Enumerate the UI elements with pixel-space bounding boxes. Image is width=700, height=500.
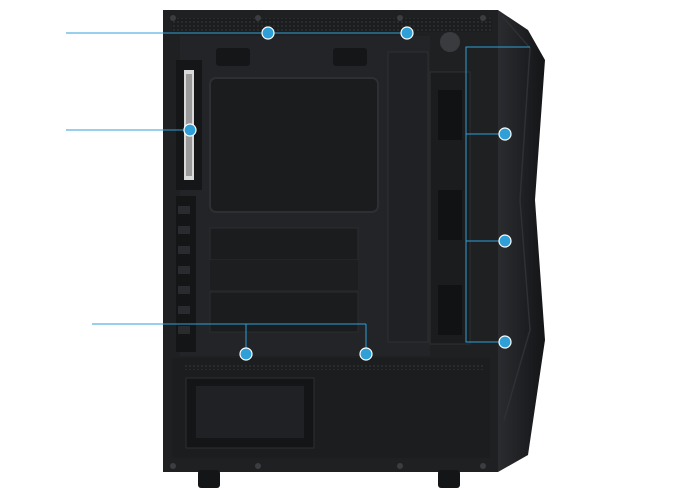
callout-marker-rear-fan[interactable] xyxy=(183,123,197,137)
screws xyxy=(170,15,486,469)
psu-inner xyxy=(196,386,304,438)
top-mesh xyxy=(172,18,492,32)
callout-bracket-front xyxy=(465,46,530,343)
cpu-cutout xyxy=(209,77,379,213)
callout-marker-top-mount-right[interactable] xyxy=(400,26,414,40)
callout-markers xyxy=(183,26,512,361)
cable-cutout-2 xyxy=(210,260,358,290)
cable-cutout-1 xyxy=(209,227,359,261)
callout-marker-psu-shroud-right[interactable] xyxy=(359,347,373,361)
front-bezel xyxy=(498,10,545,472)
foot-left xyxy=(198,470,220,488)
top-vent-2 xyxy=(333,48,367,66)
callout-marker-top-mount-left[interactable] xyxy=(261,26,275,40)
expansion-slots xyxy=(176,196,196,352)
front-slot-3 xyxy=(438,285,462,335)
front-io-cable xyxy=(440,32,460,52)
callout-marker-front-mount-middle[interactable] xyxy=(498,234,512,248)
drive-cage xyxy=(387,51,429,343)
front-slot-2 xyxy=(438,190,462,240)
cable-cutout-3 xyxy=(209,291,359,333)
callout-marker-psu-shroud-left[interactable] xyxy=(239,347,253,361)
callout-marker-front-mount-top[interactable] xyxy=(498,127,512,141)
top-vent-1 xyxy=(216,48,250,66)
callout-marker-front-mount-bottom[interactable] xyxy=(498,335,512,349)
shroud-vent xyxy=(185,364,485,370)
foot-right xyxy=(438,470,460,488)
front-bezel-edge xyxy=(501,15,531,421)
case-body xyxy=(163,10,545,488)
front-slot-1 xyxy=(438,90,462,140)
